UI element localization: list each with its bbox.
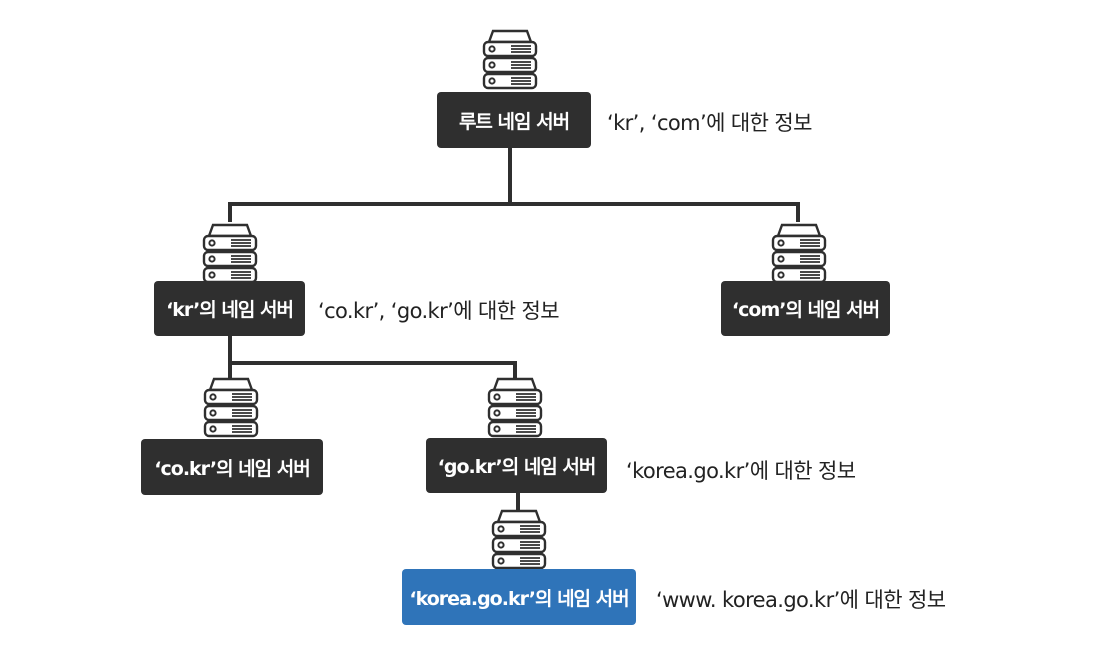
server-icon	[487, 377, 543, 438]
node-co-kr-name-server: ‘co.kr’의 네임 서버	[141, 439, 323, 495]
node-korea-go-kr-name-server: ‘korea.go.kr’의 네임 서버	[402, 569, 636, 625]
note-kr-info: ‘co.kr’, ‘go.kr’에 대한 정보	[318, 299, 560, 323]
note-root-info: ‘kr’, ‘com’에 대한 정보	[607, 111, 812, 135]
note-korea-go-kr-info: ‘www. korea.go.kr’에 대한 정보	[656, 588, 946, 612]
node-kr-name-server: ‘kr’의 네임 서버	[154, 281, 305, 336]
server-icon	[491, 509, 547, 570]
node-go-kr-name-server: ‘go.kr’의 네임 서버	[426, 438, 607, 493]
server-icon	[202, 223, 258, 284]
node-root-name-server: 루트 네임 서버	[437, 92, 591, 148]
server-icon	[482, 29, 538, 90]
server-icon	[771, 223, 827, 284]
server-icon	[203, 377, 259, 438]
note-go-kr-info: ‘korea.go.kr’에 대한 정보	[626, 459, 856, 483]
node-com-name-server: ‘com’의 네임 서버	[721, 281, 890, 336]
